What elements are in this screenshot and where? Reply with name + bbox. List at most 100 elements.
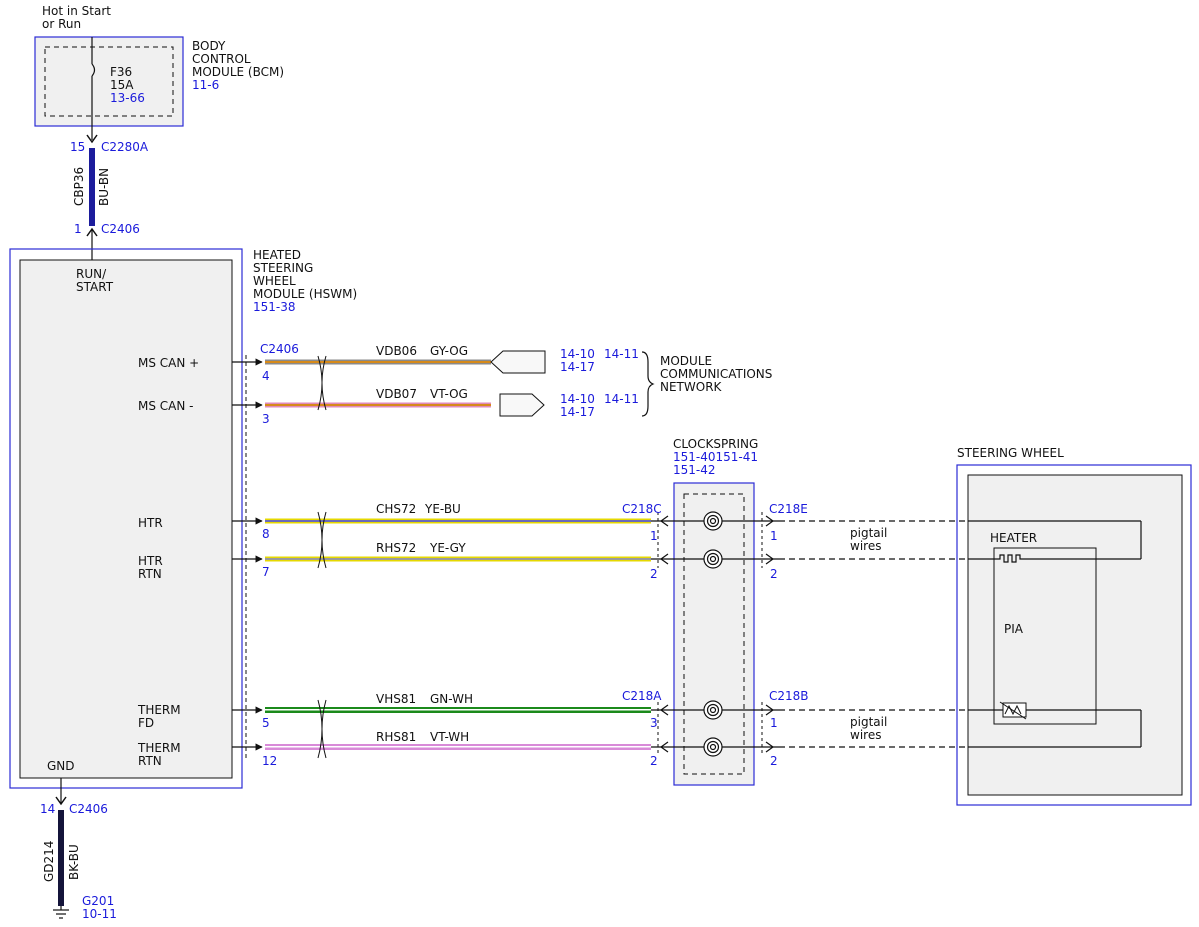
- power-source-label: Hot in Start or Run: [42, 4, 111, 31]
- vhs81-circuit: VHS81: [376, 692, 416, 706]
- hswm-mscan-plus: MS CAN +: [138, 356, 199, 370]
- heater-label: HEATER: [990, 531, 1037, 545]
- steering-wheel-title: STEERING WHEEL: [957, 446, 1064, 460]
- clockspring-ref-2[interactable]: 151-42: [673, 463, 716, 477]
- vdb07-color: VT-OG: [430, 387, 468, 401]
- c218e-name[interactable]: C218E: [769, 502, 808, 516]
- brace-icon: [641, 351, 655, 417]
- network-arrow-icon: [490, 350, 546, 374]
- c218c-pin-1: 1: [650, 529, 658, 543]
- bcm-title-2: CONTROL: [192, 52, 251, 66]
- hswm-htr-rtn-2: RTN: [138, 567, 162, 581]
- hswm-therm-fd-2: FD: [138, 716, 154, 730]
- clockspring-coil-icon: [703, 511, 723, 757]
- hswm-ref[interactable]: 151-38: [253, 300, 296, 314]
- hswm-title-4: MODULE (HSWM): [253, 287, 357, 301]
- rhs72-circuit: RHS72: [376, 541, 416, 555]
- vdb06-ref-3[interactable]: 14-17: [560, 360, 595, 374]
- rhs72-color: YE-GY: [429, 541, 466, 555]
- vdb06-pin: 4: [262, 369, 270, 383]
- c218b-name[interactable]: C218B: [769, 689, 809, 703]
- c2280a-pin: 15: [70, 140, 85, 154]
- fuse-name: F36: [110, 65, 132, 79]
- vdb06-circuit: VDB06: [376, 344, 417, 358]
- hswm-title-2: STEERING: [253, 261, 313, 275]
- vdb07-ref-1[interactable]: 14-10: [560, 392, 595, 406]
- c218e-pin-2: 2: [770, 567, 778, 581]
- twisted-pair-icon: [317, 355, 327, 411]
- twisted-pair-icon: [317, 699, 327, 759]
- power-line-2: or Run: [42, 17, 81, 31]
- network-line-2: COMMUNICATIONS: [660, 367, 772, 381]
- power-line-1: Hot in Start: [42, 4, 111, 18]
- bcm-ref[interactable]: 11-6: [192, 78, 219, 92]
- c218a-name[interactable]: C218A: [622, 689, 662, 703]
- c2280a-name[interactable]: C2280A: [101, 140, 149, 154]
- c2406-top-name[interactable]: C2406: [101, 222, 140, 236]
- hswm-module[interactable]: [9, 248, 243, 789]
- connector-arrow-icon: [55, 796, 67, 806]
- connector-arrow-icon: [86, 134, 98, 144]
- ground-icon: [53, 906, 69, 919]
- cbp36-wire: [89, 148, 95, 226]
- c218e-pin-1: 1: [770, 529, 778, 543]
- c2406-can-name[interactable]: C2406: [260, 342, 299, 356]
- chs72-pin: 8: [262, 527, 270, 541]
- chs72-circuit: CHS72: [376, 502, 416, 516]
- network-line-3: NETWORK: [660, 380, 723, 394]
- clockspring-module[interactable]: [673, 482, 755, 786]
- network-arrow-icon: [499, 393, 545, 417]
- cbp36-color: BU-BN: [97, 168, 111, 206]
- gd214-circuit: GD214: [42, 841, 56, 882]
- fuse-ref[interactable]: 13-66: [110, 91, 145, 105]
- chs72-color: YE-BU: [424, 502, 461, 516]
- steering-wheel-module[interactable]: [956, 464, 1192, 806]
- c218a-pin-2: 2: [650, 754, 658, 768]
- rhs72-pin: 7: [262, 565, 270, 579]
- cbp36-circuit: CBP36: [72, 167, 86, 206]
- ground-ref[interactable]: 10-11: [82, 907, 117, 921]
- c218a-pin-1: 3: [650, 716, 658, 730]
- gd214-color: BK-BU: [67, 844, 81, 880]
- vhs81-pin: 5: [262, 716, 270, 730]
- fuse-icon: [91, 63, 96, 77]
- hswm-therm-fd-1: THERM: [137, 703, 181, 717]
- hswm-htr: HTR: [138, 516, 163, 530]
- bcm-title-3: MODULE (BCM): [192, 65, 284, 79]
- pigtail-top-1: pigtail: [850, 526, 887, 540]
- bcm-title-1: BODY: [192, 39, 226, 53]
- vdb06-color: GY-OG: [430, 344, 468, 358]
- rhs81-color: VT-WH: [430, 730, 469, 744]
- pigtail-bottom-2: wires: [850, 728, 881, 742]
- hswm-run-1: RUN/: [76, 267, 107, 281]
- rhs81-pin: 12: [262, 754, 277, 768]
- clockspring-ref-1[interactable]: 151-40151-41: [673, 450, 758, 464]
- hswm-title-1: HEATED: [253, 248, 301, 262]
- vdb06-ref-2[interactable]: 14-11: [604, 347, 639, 361]
- rhs81-circuit: RHS81: [376, 730, 416, 744]
- pigtail-top-2: wires: [850, 539, 881, 553]
- vdb07-circuit: VDB07: [376, 387, 417, 401]
- vdb07-ref-3[interactable]: 14-17: [560, 405, 595, 419]
- c2406-gnd-name[interactable]: C2406: [69, 802, 108, 816]
- c218c-name[interactable]: C218C: [622, 502, 662, 516]
- vhs81-color: GN-WH: [430, 692, 473, 706]
- vdb07-ref-2[interactable]: 14-11: [604, 392, 639, 406]
- vdb07-pin: 3: [262, 412, 270, 426]
- hswm-therm-rtn-1: THERM: [137, 741, 181, 755]
- ground-name[interactable]: G201: [82, 894, 114, 908]
- vdb06-ref-1[interactable]: 14-10: [560, 347, 595, 361]
- twisted-pair-icon: [317, 511, 327, 569]
- hswm-title-3: WHEEL: [253, 274, 296, 288]
- c218c-pin-2: 2: [650, 567, 658, 581]
- hswm-therm-rtn-2: RTN: [138, 754, 162, 768]
- c2406-gnd-pin: 14: [40, 802, 55, 816]
- pigtail-bottom-1: pigtail: [850, 715, 887, 729]
- bcm-module[interactable]: [34, 36, 184, 127]
- fuse-rating: 15A: [110, 78, 134, 92]
- thermistor-icon: [999, 701, 1027, 720]
- clockspring-title: CLOCKSPRING: [673, 437, 758, 451]
- hswm-htr-rtn-1: HTR: [138, 554, 163, 568]
- c218b-pin-1: 1: [770, 716, 778, 730]
